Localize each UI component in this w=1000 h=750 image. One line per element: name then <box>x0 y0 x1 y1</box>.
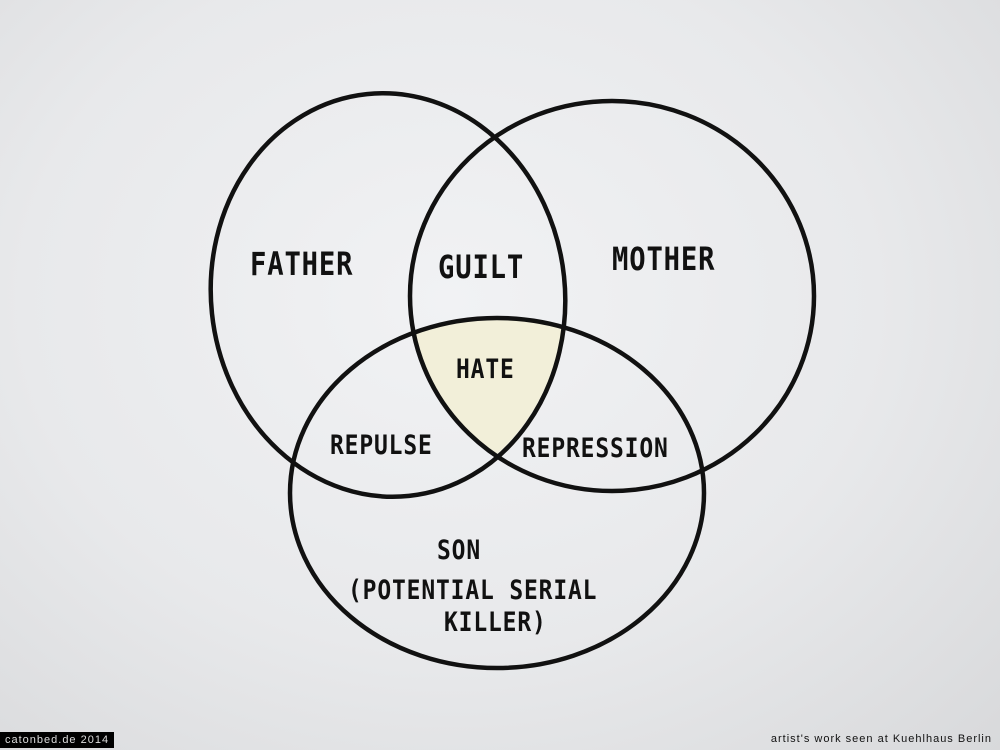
watermark-left: catonbed.de 2014 <box>0 732 115 748</box>
repulse-label: REPULSE <box>330 430 433 461</box>
repression-label: REPRESSION <box>522 433 669 464</box>
son-note-line1: (POTENTIAL SERIAL <box>348 575 598 606</box>
father-circle <box>208 91 568 499</box>
son-note-line2: KILLER) <box>444 607 547 638</box>
father-label: FATHER <box>250 245 354 283</box>
son-label: SON <box>437 535 482 566</box>
mother-label: MOTHER <box>612 240 716 278</box>
guilt-label: GUILT <box>438 248 525 286</box>
caption-right: artist's work seen at Kuehlhaus Berlin <box>770 733 992 745</box>
mother-circle <box>407 98 817 494</box>
son-circle <box>287 315 707 671</box>
hate-label: HATE <box>456 354 515 385</box>
